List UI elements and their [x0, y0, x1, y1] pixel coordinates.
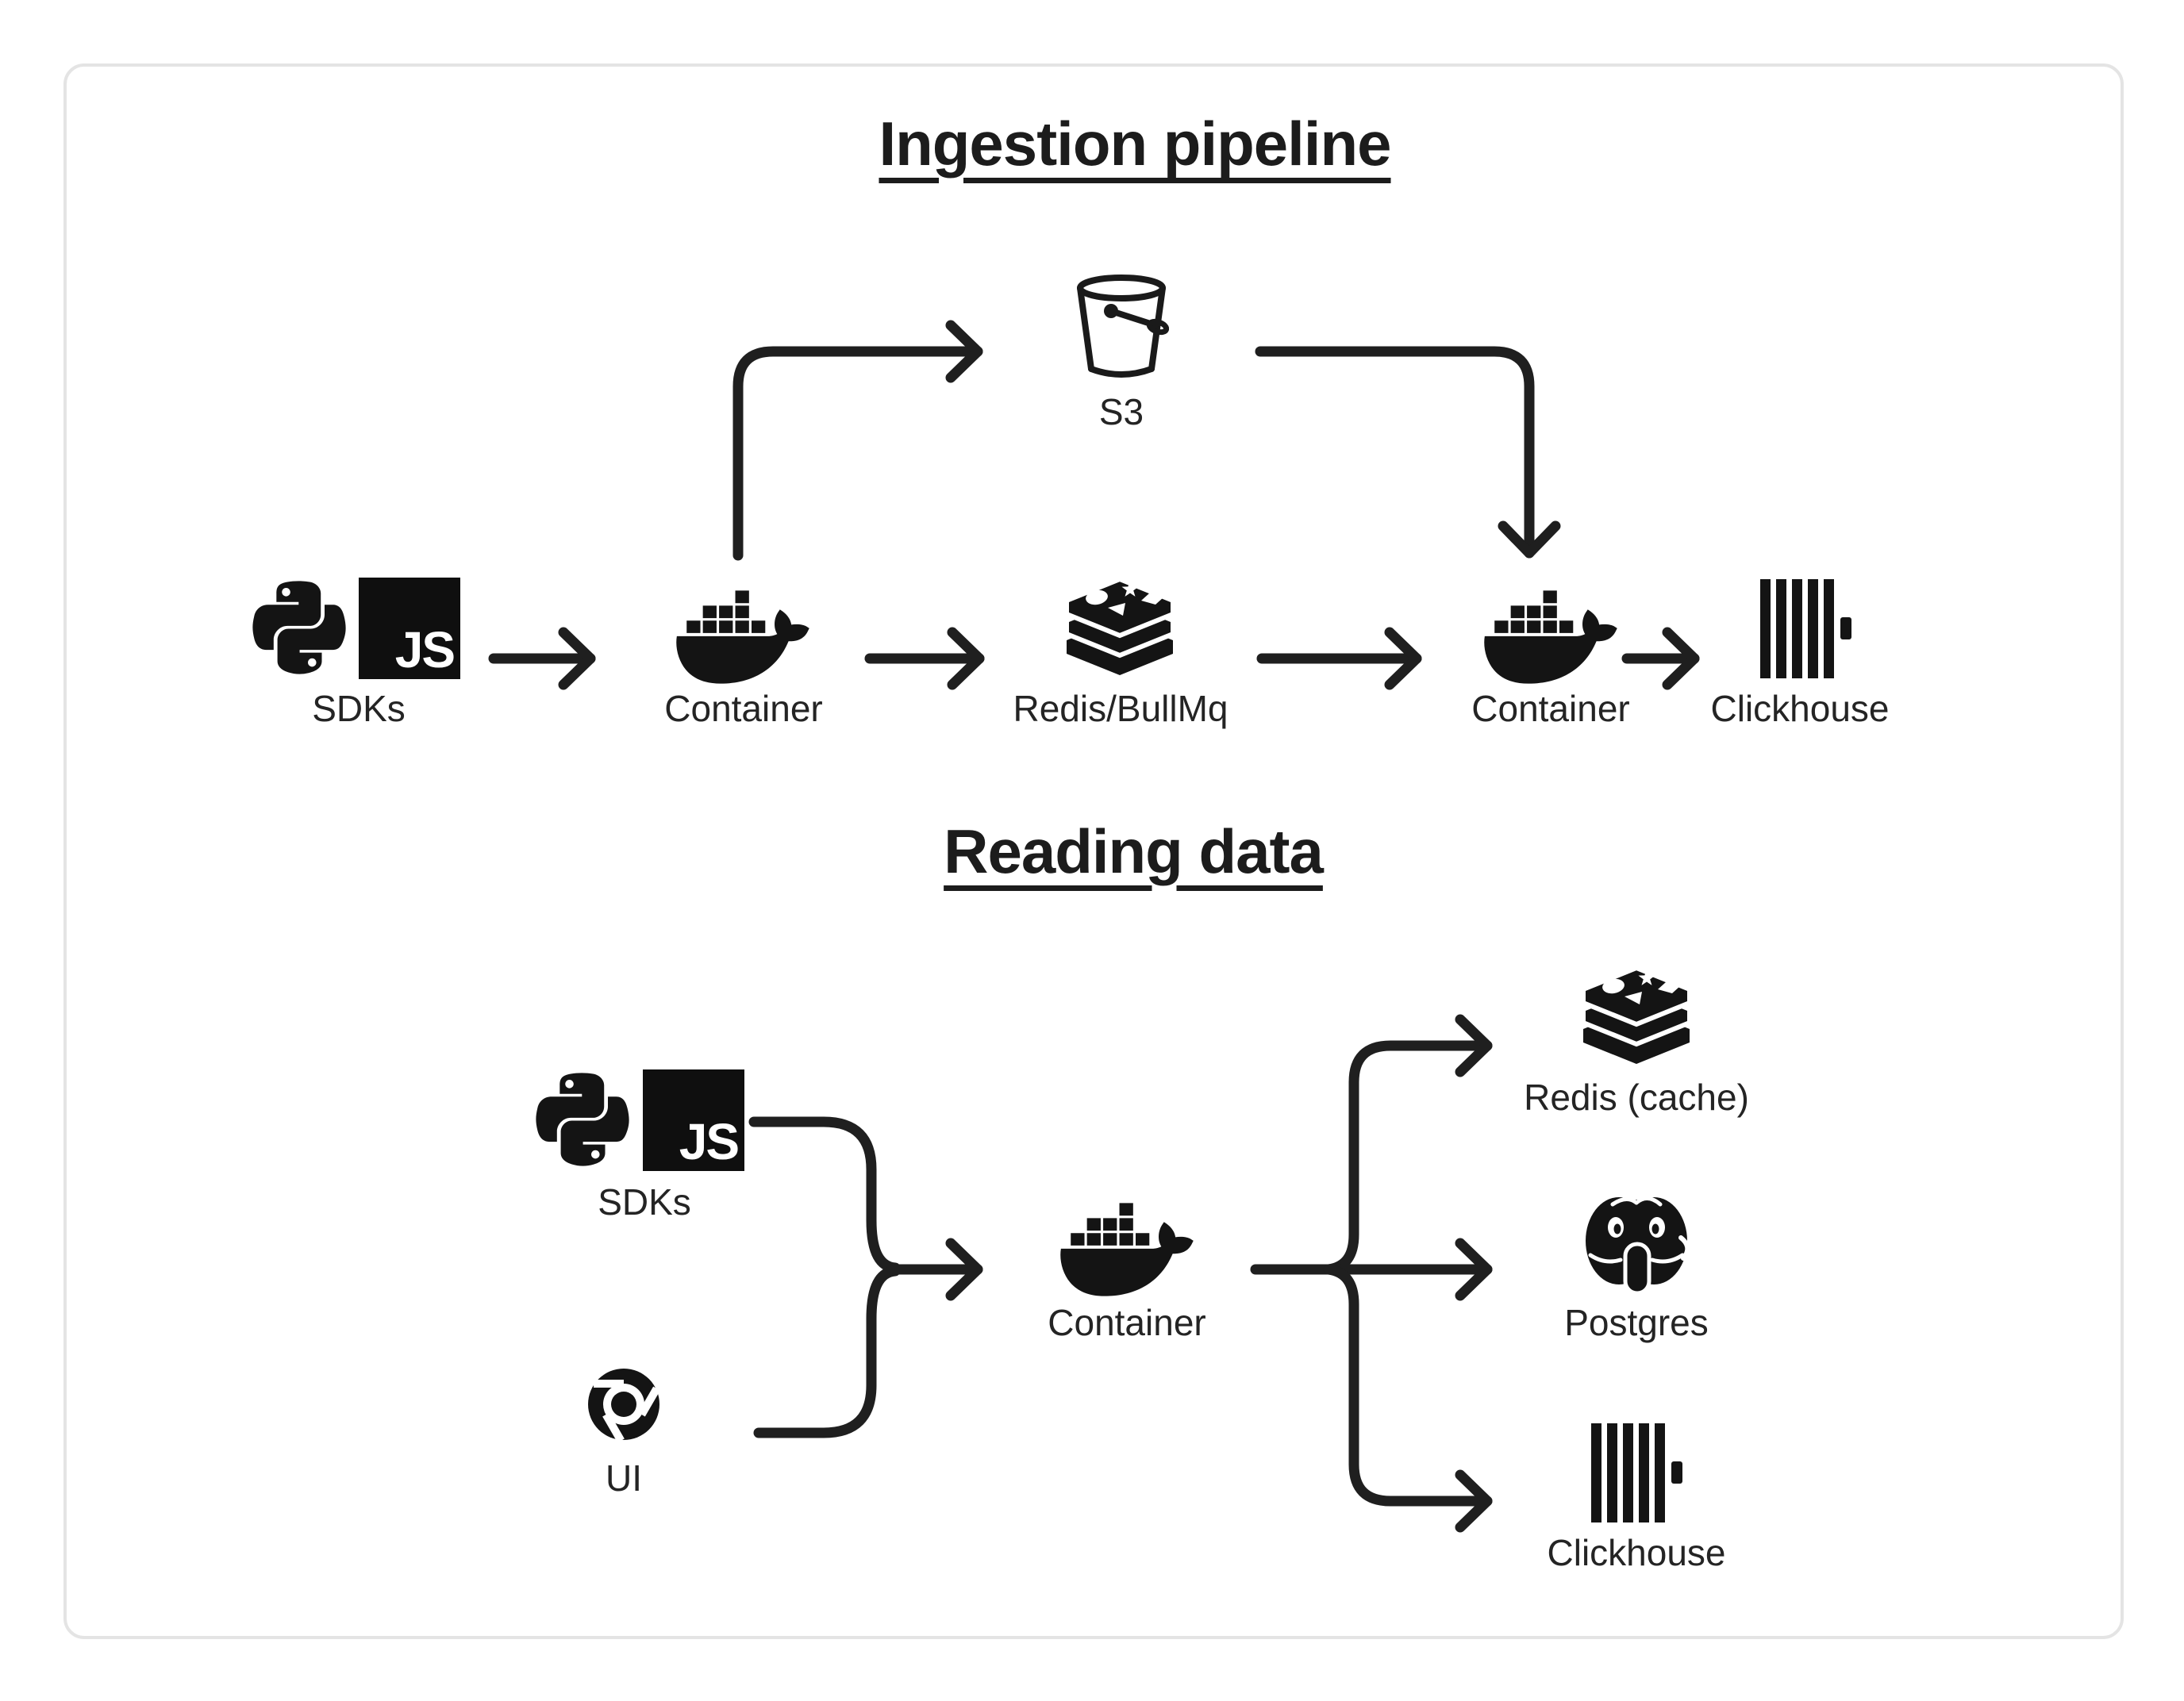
- clickhouse-icon: [1591, 1423, 1682, 1522]
- docker-icon: [1484, 590, 1617, 684]
- s3-label: S3: [1098, 391, 1144, 432]
- javascript-icon: JS: [359, 578, 460, 679]
- arrow-merge-to-container: [890, 1238, 983, 1301]
- ingestion-sdks-label: SDKs: [312, 688, 406, 729]
- arrow-sdks-to-container: [488, 627, 596, 690]
- arrow-redis-to-container: [1256, 627, 1422, 690]
- javascript-icon-letters: JS: [679, 1113, 740, 1170]
- reading-sdks-label: SDKs: [598, 1181, 691, 1223]
- arrow-fork-to-redis-cache: [1323, 1014, 1493, 1275]
- ui-label: UI: [606, 1457, 642, 1499]
- python-icon: [252, 581, 346, 674]
- redis-bullmq-label: Redis/BullMq: [1013, 688, 1228, 729]
- javascript-icon: JS: [643, 1069, 744, 1171]
- ingestion-clickhouse-label: Clickhouse: [1710, 688, 1890, 729]
- redis-icon: [1067, 579, 1173, 675]
- chrome-icon: [588, 1369, 660, 1441]
- arrow-fork-to-clickhouse: [1323, 1264, 1493, 1533]
- redis-cache-label: Redis (cache): [1524, 1077, 1749, 1118]
- arrow-container-to-redis: [864, 627, 985, 690]
- javascript-icon-letters: JS: [394, 621, 456, 678]
- postgres-icon: [1586, 1196, 1690, 1296]
- arrow-container-to-s3: [732, 320, 983, 561]
- connector-sdks-to-merge: [748, 1116, 901, 1273]
- reading-data-title: Reading data: [944, 816, 1324, 886]
- s3-bucket-icon: [1077, 275, 1169, 378]
- ingestion-container-2-label: Container: [1471, 688, 1630, 729]
- docker-icon: [676, 590, 809, 684]
- docker-icon: [1060, 1203, 1194, 1296]
- reading-container-label: Container: [1048, 1302, 1206, 1343]
- diagram-card: [63, 63, 2124, 1639]
- arrow-container-to-clickhouse: [1621, 627, 1700, 690]
- connector-ui-to-merge: [753, 1265, 901, 1438]
- ingestion-pipeline-title: Ingestion pipeline: [879, 109, 1391, 179]
- ingestion-container-1-label: Container: [664, 688, 823, 729]
- python-icon: [536, 1073, 629, 1166]
- arrow-s3-to-container: [1255, 346, 1561, 559]
- arrow-fork-to-postgres: [1336, 1238, 1493, 1301]
- redis-icon: [1583, 968, 1690, 1064]
- reading-clickhouse-label: Clickhouse: [1547, 1532, 1726, 1573]
- clickhouse-icon: [1760, 579, 1851, 678]
- postgres-label: Postgres: [1564, 1302, 1709, 1343]
